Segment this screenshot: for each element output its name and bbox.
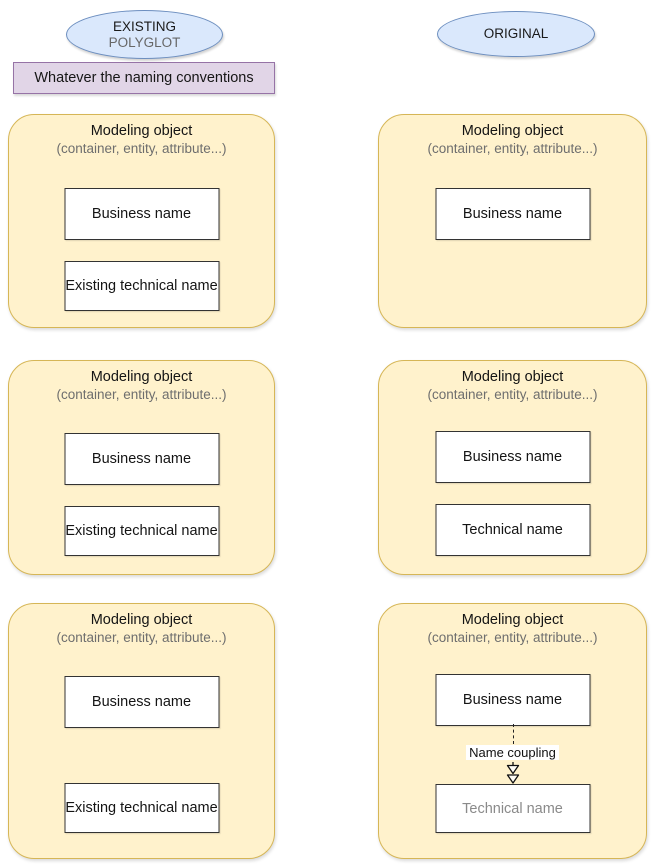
card-subtitle: (container, entity, attribute...) [427, 630, 598, 645]
existing-label: EXISTING [112, 18, 176, 34]
technical-name-box: Technical name [435, 504, 590, 556]
modeling-object-card-original-2: Modeling object (container, entity, attr… [378, 360, 647, 575]
card-subtitle: (container, entity, attribute...) [56, 387, 227, 402]
naming-conventions-note: Whatever the naming conventions [13, 62, 275, 94]
polyglot-label: POLYGLOT [108, 34, 181, 50]
name-coupling-label: Name coupling [379, 745, 646, 760]
existing-technical-name-box: Existing technical name [64, 506, 219, 556]
double-chevron-arrow-icon [506, 762, 519, 784]
modeling-object-card-existing-3: Modeling object (container, entity, attr… [8, 603, 275, 859]
modeling-object-card-original-1: Modeling object (container, entity, attr… [378, 114, 647, 328]
card-title: Modeling object [90, 612, 193, 628]
card-title: Modeling object [461, 612, 564, 628]
card-title: Modeling object [461, 123, 564, 139]
original-label: ORIGINAL [483, 26, 549, 41]
card-subtitle: (container, entity, attribute...) [427, 387, 598, 402]
business-name-box: Business name [435, 188, 590, 240]
card-subtitle: (container, entity, attribute...) [56, 141, 227, 156]
business-name-box: Business name [435, 431, 590, 483]
card-title: Modeling object [90, 369, 193, 385]
coupling-dashed-connector [512, 724, 514, 744]
naming-conventions-text: Whatever the naming conventions [34, 70, 254, 86]
card-subtitle: (container, entity, attribute...) [427, 141, 598, 156]
modeling-object-card-existing-1: Modeling object (container, entity, attr… [8, 114, 275, 328]
modeling-object-card-original-3: Modeling object (container, entity, attr… [378, 603, 647, 859]
existing-polyglot-ellipse: EXISTING POLYGLOT [66, 10, 223, 59]
existing-technical-name-box: Existing technical name [64, 261, 219, 311]
original-ellipse: ORIGINAL [437, 11, 595, 57]
card-subtitle: (container, entity, attribute...) [56, 630, 227, 645]
card-title: Modeling object [461, 369, 564, 385]
business-name-box: Business name [64, 676, 219, 728]
technical-name-box: Technical name [435, 784, 590, 833]
business-name-box: Business name [435, 674, 590, 726]
business-name-box: Business name [64, 188, 219, 240]
card-title: Modeling object [90, 123, 193, 139]
business-name-box: Business name [64, 433, 219, 485]
existing-technical-name-box: Existing technical name [64, 783, 219, 833]
modeling-object-card-existing-2: Modeling object (container, entity, attr… [8, 360, 275, 575]
